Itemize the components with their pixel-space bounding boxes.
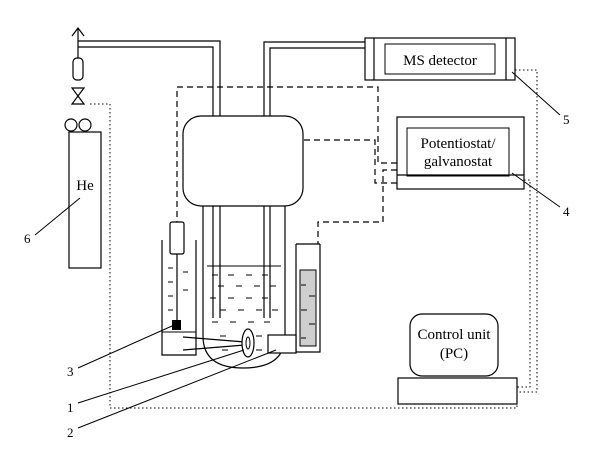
he-cylinder: He: [64, 57, 102, 269]
ms-detector-label: MS detector: [403, 53, 477, 69]
callout-3: 3: [67, 364, 74, 379]
callout-2: 2: [67, 425, 74, 440]
callout-1: 1: [67, 400, 74, 415]
control-unit-label-line1: Control unit: [418, 327, 492, 343]
callout-leaders: [34, 71, 561, 429]
electrochemical-cell: [182, 115, 304, 369]
counter-electrode-porous: [299, 269, 317, 347]
callout-4: 4: [563, 204, 570, 219]
ms-detector: MS detector: [364, 37, 516, 81]
potentiostat-label-line2: galvanostat: [424, 154, 493, 170]
electrode-cables: [176, 86, 397, 244]
electrolyte-level: [207, 265, 281, 351]
potentiostat-label-line1: Potentiostat/: [421, 136, 497, 152]
callout-5: 5: [563, 112, 570, 127]
control-unit: Control unit (PC): [397, 313, 518, 405]
callout-numbers: 1 2 3 4 5 6: [24, 112, 570, 440]
control-unit-label-line2: (PC): [440, 346, 468, 362]
callout-6: 6: [24, 231, 31, 246]
reference-electrode-tip: [172, 320, 181, 330]
counter-electrode-compartment: [267, 243, 321, 354]
he-label: He: [76, 178, 94, 194]
gas-inlet-line: [71, 27, 221, 318]
reference-electrode-compartment: [161, 221, 246, 356]
working-electrode: [241, 328, 255, 358]
data-cables: [90, 69, 538, 409]
gas-outlet-line: [263, 41, 365, 318]
potentiostat: Potentiostat/ galvanostat: [396, 116, 525, 190]
